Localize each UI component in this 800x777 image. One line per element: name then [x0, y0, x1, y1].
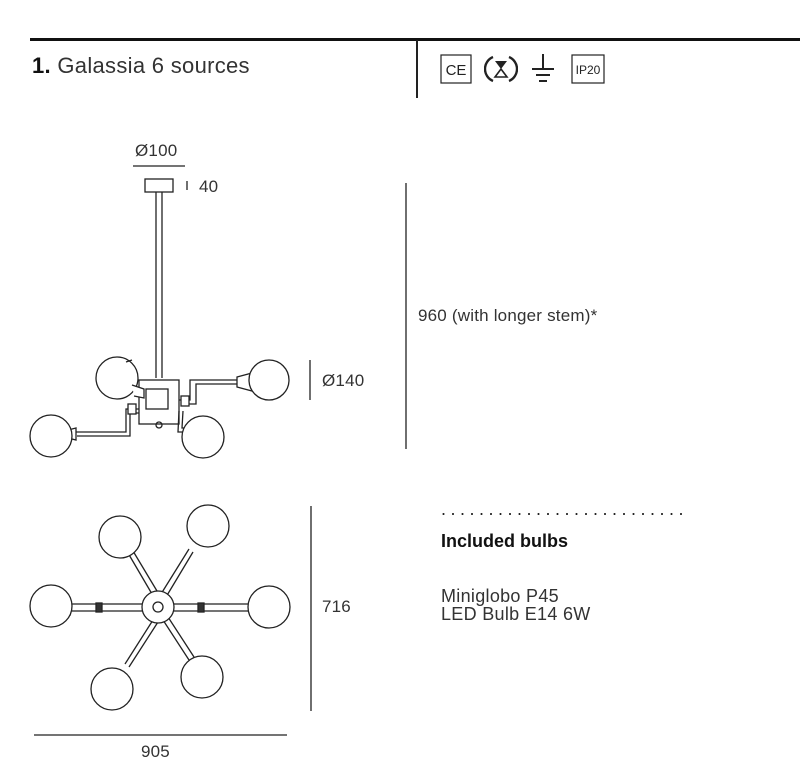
- bulb-spec: LED Bulb E14 6W: [441, 604, 591, 624]
- header-divider: [416, 40, 418, 98]
- product-name: Galassia 6 sources: [57, 53, 250, 78]
- globe-diameter-label: Ø140: [322, 371, 365, 390]
- top-globe-upper-left: [98, 515, 142, 559]
- side-view: [29, 165, 290, 459]
- top-globe-lower-right: [180, 655, 224, 699]
- earth-ground-icon: [530, 52, 556, 91]
- header-top-rule: [30, 38, 800, 41]
- ce-mark-icon: CE: [440, 54, 472, 89]
- width-label: 905: [141, 742, 170, 761]
- globe-lower-left: [29, 414, 73, 458]
- top-globe-upper-right: [186, 504, 230, 548]
- svg-text:CE: CE: [446, 62, 467, 79]
- depth-label: 716: [322, 597, 351, 616]
- ip-rating-icon: IP20: [571, 54, 605, 89]
- globe-upper-left: [95, 356, 139, 400]
- bulbs-heading: Included bulbs: [441, 531, 569, 551]
- dimmable-icon: [483, 52, 519, 91]
- canopy-height-label: 40: [199, 177, 219, 196]
- top-view: [29, 504, 291, 711]
- svg-text:IP20: IP20: [576, 63, 601, 77]
- globe-lower-right: [181, 415, 225, 459]
- canopy-diameter-label: Ø100: [135, 141, 178, 160]
- top-globe-left: [29, 584, 73, 628]
- product-title: 1. Galassia 6 sources: [32, 53, 250, 79]
- bulb-model: Miniglobo P45: [441, 586, 559, 606]
- globe-upper-right: [248, 359, 290, 401]
- top-globe-lower-left: [90, 667, 134, 711]
- bulbs-separator: ..........................: [441, 499, 689, 519]
- product-number: 1.: [32, 53, 51, 78]
- total-height-label: 960 (with longer stem)*: [418, 306, 598, 325]
- top-globe-right: [247, 585, 291, 629]
- canopy: [144, 178, 174, 193]
